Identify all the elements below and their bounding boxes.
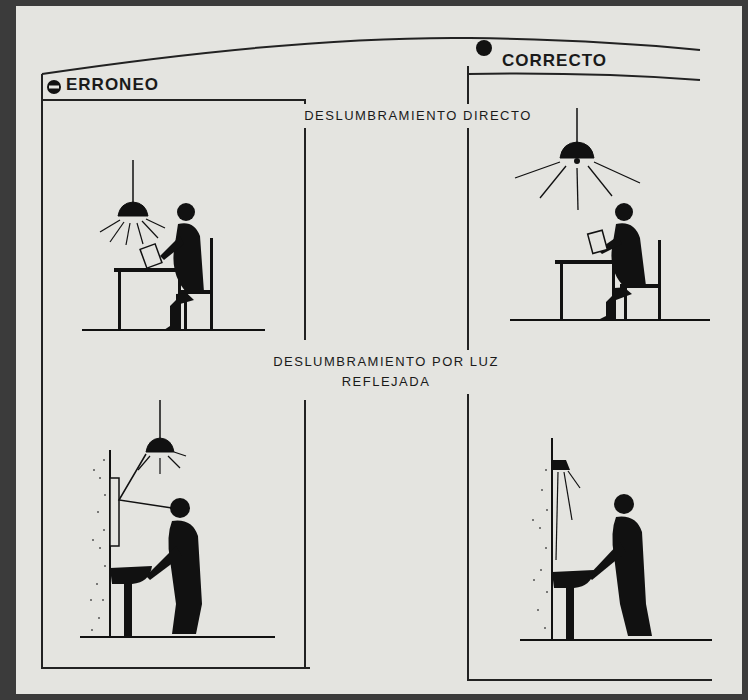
panel-heading: CORRECTO <box>502 51 607 71</box>
panel-heading: ERRONEO <box>66 75 159 95</box>
section-label: DESLUMBRAMIENTO POR LUZ REFLEJADA <box>265 350 507 394</box>
section-label: DESLUMBRAMIENTO DIRECTO <box>298 104 538 128</box>
